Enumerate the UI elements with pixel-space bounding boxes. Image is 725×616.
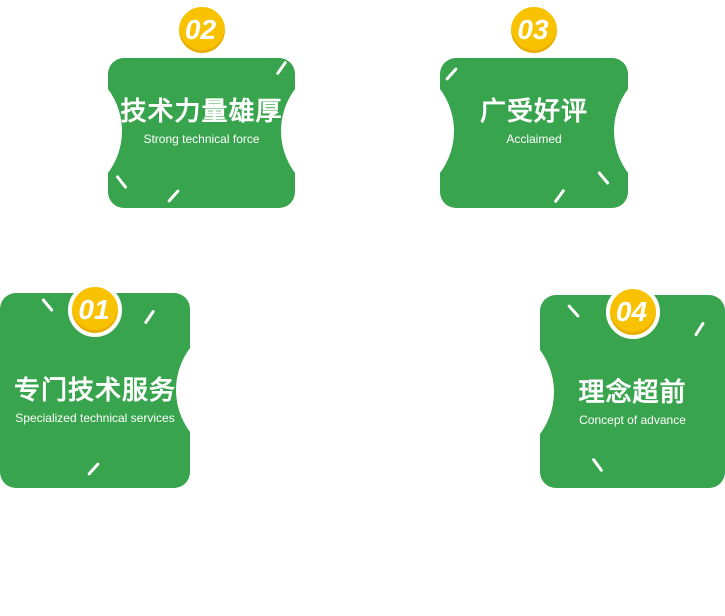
badge-number: 02 (184, 14, 217, 45)
card-text-block: 理念超前 Concept of advance (540, 375, 725, 428)
number-badge: 01 (68, 283, 122, 337)
sparkle-mark (591, 457, 604, 473)
sparkle-mark (597, 170, 610, 186)
sparkle-mark (143, 309, 156, 325)
concave-notch-left (414, 322, 554, 462)
card-subtitle: Acclaimed (506, 132, 562, 146)
sparkle-mark (553, 188, 566, 204)
sparkle-mark (115, 174, 128, 190)
card-text-block: 广受好评 Acclaimed (440, 94, 628, 147)
sparkle-mark (87, 462, 100, 476)
badge-number: 01 (78, 294, 110, 325)
card-subtitle: Concept of advance (579, 413, 686, 427)
badge-number: 03 (517, 14, 549, 45)
card-title: 技术力量雄厚 (120, 96, 283, 126)
feature-card-01: 01 专门技术服务 Specialized technical services (0, 283, 316, 488)
sparkle-mark (693, 321, 706, 337)
card-title: 理念超前 (578, 377, 687, 407)
number-badge: 02 (174, 3, 229, 57)
card-subtitle: Specialized technical services (15, 411, 175, 425)
card-subtitle: Strong technical force (143, 132, 260, 146)
card-text-block: 技术力量雄厚 Strong technical force (108, 94, 295, 147)
concave-notch-left (0, 61, 122, 201)
badge-number: 04 (615, 296, 648, 327)
feature-card-02: 02 技术力量雄厚 Strong technical force (0, 3, 421, 208)
sparkle-mark (567, 304, 580, 318)
feature-card-03: 03 广受好评 Acclaimed (314, 3, 725, 208)
sparkle-mark (41, 297, 54, 313)
concave-notch-right (176, 320, 316, 460)
number-badge: 04 (605, 285, 660, 339)
concave-notch-left (314, 61, 454, 201)
card-title: 专门技术服务 (13, 375, 176, 405)
card-text-block: 专门技术服务 Specialized technical services (0, 373, 190, 426)
concave-notch-right (614, 61, 725, 201)
feature-card-04: 04 理念超前 Concept of advance (414, 285, 725, 488)
sparkle-mark (275, 60, 288, 76)
sparkle-mark (167, 189, 180, 203)
number-badge: 03 (507, 3, 561, 57)
card-title: 广受好评 (479, 96, 588, 126)
sparkle-mark (445, 67, 458, 81)
